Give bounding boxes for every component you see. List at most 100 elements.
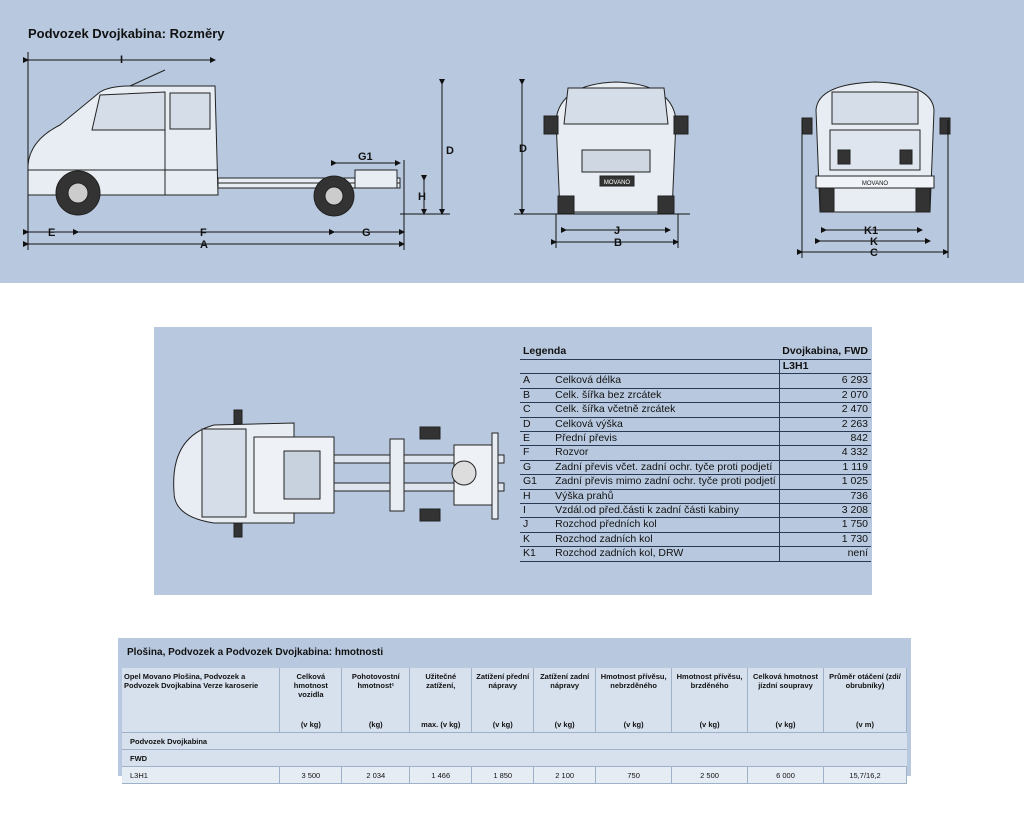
legend-value: není bbox=[778, 546, 871, 562]
legend-code: H bbox=[520, 489, 553, 505]
legend-value: 6 293 bbox=[778, 373, 871, 389]
weights-column-header: Hmotnost přívěsu, brzděného bbox=[671, 668, 749, 716]
legend-label: Přední převis bbox=[552, 431, 780, 447]
legend-header-left: Legenda bbox=[520, 345, 780, 360]
top-view-drawing bbox=[173, 409, 505, 538]
label-G1: G1 bbox=[358, 151, 373, 163]
side-view-drawing bbox=[27, 69, 401, 217]
label-B: B bbox=[614, 237, 622, 249]
weights-cell: 15,7/16,2 bbox=[823, 766, 908, 784]
rear-badge: MOVANO bbox=[862, 181, 889, 187]
legend-value: 1 750 bbox=[778, 517, 871, 533]
weights-column-header: Hmotnost přívěsu, nebrzděného bbox=[595, 668, 673, 716]
legend-value: 1 025 bbox=[778, 474, 871, 490]
weights-cell: 2 100 bbox=[533, 766, 597, 784]
weights-cell: 2 034 bbox=[341, 766, 411, 784]
rear-view-labels: K1 K C bbox=[864, 225, 878, 259]
weights-column-unit: (kg) bbox=[341, 716, 411, 733]
front-view-drawing: MOVANO bbox=[543, 81, 689, 215]
legend-value: 2 070 bbox=[778, 388, 871, 404]
dimensions-panel: Podvozek Dvojkabina: Rozměry bbox=[0, 0, 1024, 283]
label-K1: K1 bbox=[864, 225, 878, 237]
weights-header-row: Opel Movano Plošina, Podvozek a Podvozek… bbox=[122, 668, 908, 716]
weights-column-header: Celková hmotnost jízdní soupravy bbox=[747, 668, 824, 716]
weights-units-row: (v kg)(kg)max. (v kg)(v kg)(v kg)(v kg)(… bbox=[122, 716, 908, 733]
legend-code: D bbox=[520, 417, 553, 433]
label-K: K bbox=[870, 236, 878, 248]
weights-column-unit: (v kg) bbox=[279, 716, 343, 733]
legend-value: 3 208 bbox=[778, 503, 871, 519]
weights-column-unit: (v kg) bbox=[747, 716, 824, 733]
weights-cell: 2 500 bbox=[671, 766, 749, 784]
rear-view-dimensions bbox=[797, 120, 949, 258]
legend-label: Zadní převis mimo zadní ochr. tyče proti… bbox=[552, 474, 780, 490]
legend-value: 736 bbox=[778, 489, 871, 505]
weights-cell: 6 000 bbox=[747, 766, 824, 784]
weights-column-header: Užitečné zatížení, bbox=[409, 668, 473, 716]
weights-cell: 750 bbox=[595, 766, 673, 784]
legend-label: Zadní převis včet. zadní ochr. tyče prot… bbox=[552, 460, 780, 476]
legend-label: Rozchod zadních kol, DRW bbox=[552, 546, 780, 562]
weights-title: Plošina, Podvozek a Podvozek Dvojkabina:… bbox=[127, 647, 384, 658]
side-view-labels: I G1 D H E F G A bbox=[48, 54, 454, 251]
legend-value: 2 470 bbox=[778, 402, 871, 418]
legend-value: 2 263 bbox=[778, 417, 871, 433]
weights-column-header: Zatížení zadní nápravy bbox=[533, 668, 597, 716]
weights-column-unit: (v kg) bbox=[595, 716, 673, 733]
dimension-drawings: I G1 D H E F G A MOVANO bbox=[23, 52, 951, 259]
dimensions-title: Podvozek Dvojkabina: Rozměry bbox=[28, 26, 225, 41]
legend-label: Celková délka bbox=[552, 373, 780, 389]
weights-column-header: Opel Movano Plošina, Podvozek a Podvozek… bbox=[122, 668, 281, 716]
weights-cell: 1 466 bbox=[409, 766, 473, 784]
weights-table-container: Opel Movano Plošina, Podvozek a Podvozek… bbox=[122, 668, 908, 784]
legend-header-row: Legenda Dvojkabina, FWD bbox=[520, 345, 871, 360]
legend-value: 1 119 bbox=[778, 460, 871, 476]
label-F: F bbox=[200, 227, 207, 239]
legend-header-right: Dvojkabina, FWD bbox=[779, 345, 871, 360]
legend-label: Výška prahů bbox=[552, 489, 780, 505]
legend-label: Celk. šířka včetně zrcátek bbox=[552, 402, 780, 418]
weights-column-header: Průměr otáčení (zdi/ obrubníky) bbox=[823, 668, 908, 716]
weights-column-unit: (v kg) bbox=[671, 716, 749, 733]
legend-code: I bbox=[520, 503, 553, 519]
label-D-front: D bbox=[519, 143, 527, 155]
weights-column-header: Zatížení přední nápravy bbox=[471, 668, 535, 716]
legend-code: K bbox=[520, 532, 553, 548]
label-J: J bbox=[614, 225, 620, 237]
front-badge: MOVANO bbox=[604, 180, 631, 186]
legend-code: G bbox=[520, 460, 553, 476]
legend-code: K1 bbox=[520, 546, 553, 562]
weights-section-row: Podvozek Dvojkabina bbox=[122, 732, 907, 750]
weights-table: Opel Movano Plošina, Podvozek a Podvozek… bbox=[122, 668, 908, 784]
legend-sub-label: L3H1 bbox=[778, 359, 871, 375]
legend-label: Rozchod předních kol bbox=[552, 517, 780, 533]
label-H: H bbox=[418, 191, 426, 203]
legend-value: 1 730 bbox=[778, 532, 871, 548]
weights-subsection-label: FWD bbox=[122, 749, 907, 767]
label-G: G bbox=[362, 227, 371, 239]
side-view-dimensions bbox=[23, 52, 450, 250]
legend-label: Vzdál.od před.části k zadní části kabiny bbox=[552, 503, 780, 519]
rear-view-drawing: MOVANO bbox=[801, 81, 951, 213]
label-C: C bbox=[870, 247, 878, 259]
label-I: I bbox=[120, 54, 123, 66]
label-D: D bbox=[446, 145, 454, 157]
legend-value: 4 332 bbox=[778, 445, 871, 461]
legend-code: F bbox=[520, 445, 553, 461]
front-view-labels: D J B bbox=[519, 143, 622, 249]
